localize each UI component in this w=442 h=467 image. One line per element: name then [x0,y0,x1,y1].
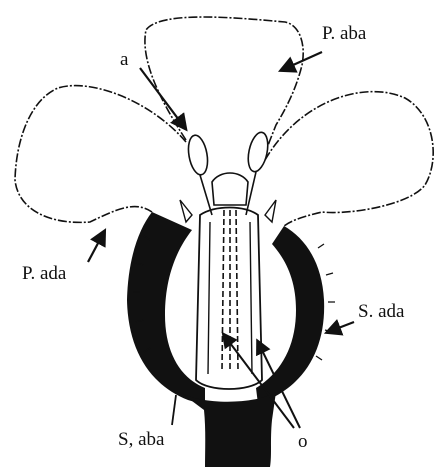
label-sepal-abaxial: S, aba [118,430,164,449]
arrow-petal-abaxial [282,52,322,70]
left-anther [186,134,211,177]
top-crown [212,173,248,205]
left-sepal [127,212,205,405]
right-petal [265,92,433,226]
label-ovary: o [298,432,308,451]
pointer-sepal-abaxial [172,395,176,425]
upper-petal [145,17,303,158]
label-petal-abaxial: P. aba [322,24,366,43]
label-petal-adaxial: P. ada [22,264,66,283]
left-appendage [180,200,192,222]
right-sepal [256,226,324,404]
left-petal [15,86,186,223]
arrow-petal-adaxial [88,232,104,262]
pedicel [180,392,276,467]
right-appendage [265,200,276,222]
label-sepal-adaxial: S. ada [358,302,404,321]
label-anther: a [120,50,128,69]
arrow-sepal-adaxial [328,322,354,332]
right-anther [245,131,271,174]
